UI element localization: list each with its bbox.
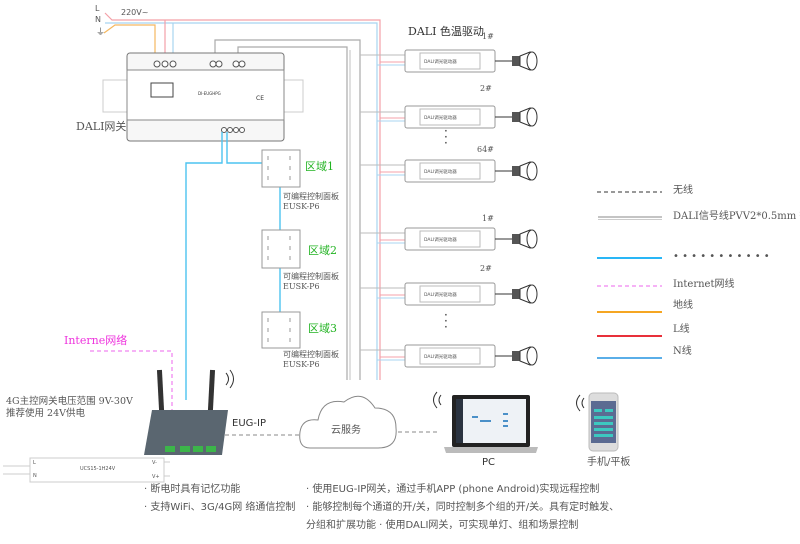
- driver-number: 64#: [477, 145, 494, 154]
- dali-driver: DALI调光驱动器: [404, 159, 538, 183]
- voltage-label: 220V~: [121, 8, 149, 17]
- legend-lines: [597, 191, 662, 359]
- legend-label: DALI信号线PVV2*0.5mm ²: [673, 211, 800, 222]
- feature-right: 分组和扩展功能 · 使用DALI网关，可实现单灯、组和场景控制: [306, 520, 579, 531]
- driver-number: 1#: [482, 214, 494, 223]
- svg-text:CE: CE: [256, 95, 264, 102]
- dali-driver: DALI调光驱动器: [404, 282, 538, 306]
- panel-name: 可编程控制面板: [283, 350, 339, 359]
- svg-text:DALI调光驱动器: DALI调光驱动器: [424, 168, 457, 175]
- psu-in-n: N: [33, 473, 37, 479]
- router-desc-1: 4G主控网关电压范围 9V-30V: [6, 396, 133, 407]
- svg-text:DALI调光驱动器: DALI调光驱动器: [424, 236, 457, 243]
- ground-icon: ⏚: [96, 28, 106, 38]
- internet-label: Interne网络: [64, 334, 128, 347]
- lamp-icon: [512, 346, 538, 366]
- ellipsis-vertical: ···: [444, 124, 448, 150]
- svg-text:DALI调光驱动器: DALI调光驱动器: [424, 58, 457, 65]
- control-panels: [261, 149, 301, 349]
- dali-driver: DALI调光驱动器: [404, 344, 538, 368]
- driver-number: 2#: [480, 264, 492, 273]
- feature-left: · 断电时具有记忆功能: [144, 484, 241, 495]
- driver-feeders: [360, 54, 405, 361]
- bus-wires: [185, 132, 281, 400]
- l-label: L: [95, 4, 100, 13]
- ellipsis-vertical: ···: [444, 308, 448, 334]
- legend-label: N线: [673, 346, 692, 357]
- feature-right: · 使用EUG-IP网关，通过手机APP (phone Android)实现远程…: [306, 484, 600, 495]
- legend-swatch: [598, 216, 662, 220]
- router-label: EUG-IP: [232, 418, 266, 429]
- lamp-icon: [512, 51, 538, 71]
- lamp-icon: [512, 107, 538, 127]
- router-device: [144, 369, 234, 455]
- zone-label: 区域2: [308, 244, 337, 257]
- psu-out-pos: V+: [152, 474, 160, 480]
- legend-label: 无线: [673, 185, 693, 196]
- laptop-icon: [433, 391, 538, 453]
- n-label: N: [95, 15, 101, 24]
- psu-out-neg: V-: [152, 460, 157, 466]
- feature-left: · 支持WiFi、3G/4G网 络通信控制: [144, 502, 296, 513]
- legend-label: 地线: [673, 300, 693, 311]
- svg-text:DALI调光驱动器: DALI调光驱动器: [424, 353, 457, 360]
- phone-label: 手机/平板: [587, 457, 631, 468]
- dali-drivers: DALI调光驱动器 DALI调光驱动器 DALI调光驱动器 DALI调光驱动器 DALI…: [404, 49, 538, 368]
- gateway-label: DALI网关: [76, 120, 127, 133]
- driver-number: 2#: [480, 84, 492, 93]
- pc-label: PC: [482, 457, 496, 468]
- phone-icon: [576, 392, 619, 452]
- internet-cable: [90, 350, 173, 410]
- psu-model: UCS15-1H24V: [80, 466, 116, 472]
- feature-right: · 能够控制每个通道的开/关，同时控制多个组的开/关。具有定时触发、: [306, 502, 620, 513]
- legend-label: Internet网线: [673, 279, 735, 290]
- panel-model: EUSK-P6: [283, 360, 320, 369]
- lamp-icon: [512, 284, 538, 304]
- dali-driver: DALI调光驱动器: [404, 227, 538, 251]
- svg-text:DALI调光驱动器: DALI调光驱动器: [424, 114, 457, 121]
- legend-label: • • • • • • • • • • •: [673, 251, 770, 262]
- drivers-title: DALI 色温驱动: [408, 25, 484, 38]
- router-desc-2: 推荐使用 24V供电: [6, 408, 85, 419]
- lamp-icon: [512, 229, 538, 249]
- panel-model: EUSK-P6: [283, 202, 320, 211]
- legend-label: L线: [673, 324, 690, 335]
- svg-text:DALI调光驱动器: DALI调光驱动器: [424, 291, 457, 298]
- cloud-label: 云服务: [331, 425, 361, 436]
- zone-label: 区域3: [308, 322, 337, 335]
- power-supply: [3, 457, 170, 483]
- psu-in-l: L: [33, 460, 36, 466]
- panel-name: 可编程控制面板: [283, 192, 339, 201]
- dali-driver: DALI调光驱动器: [404, 49, 538, 73]
- zone-label: 区域1: [305, 160, 334, 173]
- driver-number: 1#: [482, 32, 494, 41]
- dali-driver: DALI调光驱动器: [404, 105, 538, 129]
- panel-name: 可编程控制面板: [283, 272, 339, 281]
- cloud-icon: [299, 395, 397, 449]
- svg-text:DI-EUGHPG: DI-EUGHPG: [198, 91, 221, 96]
- panel-model: EUSK-P6: [283, 282, 320, 291]
- dali-gateway-device: DI-EUGHPG CE: [102, 52, 304, 142]
- lamp-icon: [512, 161, 538, 181]
